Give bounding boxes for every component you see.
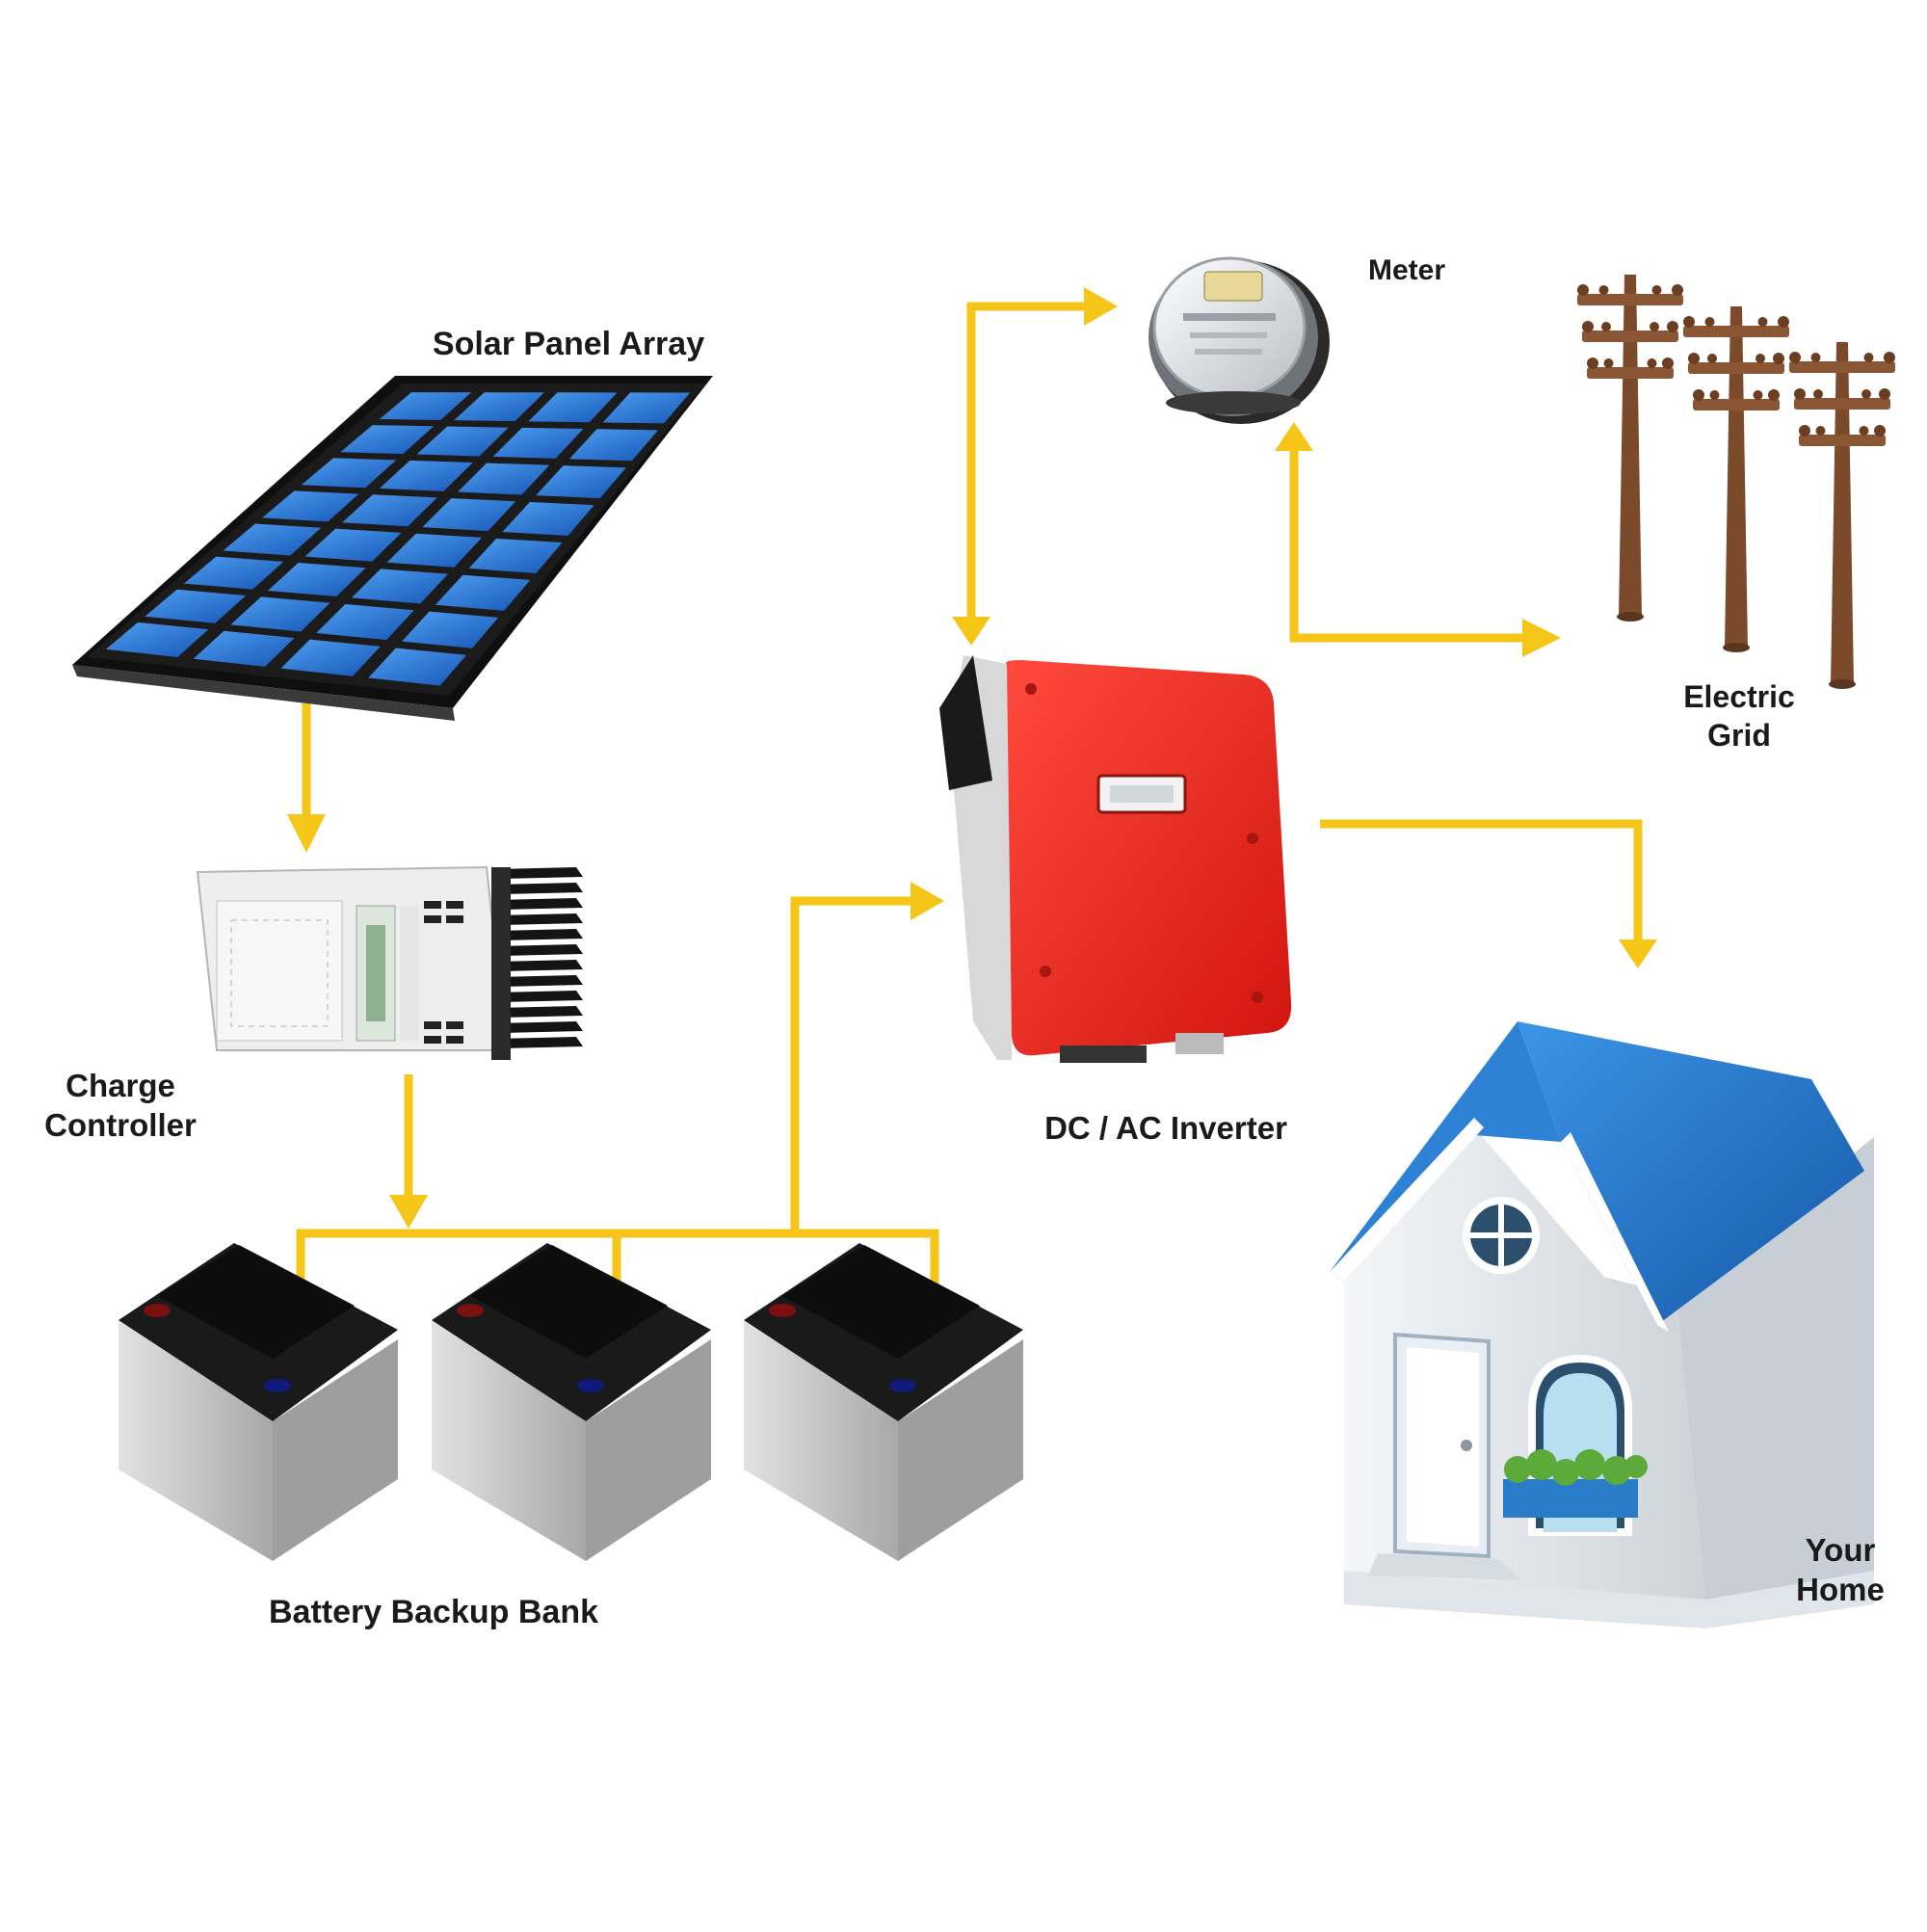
- solar-cell: [536, 465, 626, 499]
- solar-cell: [568, 429, 659, 462]
- arrowhead-down-batteries: [389, 1195, 428, 1229]
- heatsink-fin: [496, 960, 583, 971]
- solar-cell: [368, 648, 466, 686]
- battery-icon: [119, 1243, 398, 1561]
- solar-cell: [262, 490, 359, 522]
- charge-controller-label: Charge Controller: [19, 1066, 222, 1146]
- heatsink-fin: [496, 944, 583, 956]
- heatsink-fin: [496, 975, 583, 987]
- solar-cell: [304, 528, 402, 562]
- home-label-line2: Home: [1796, 1572, 1885, 1608]
- solar-cell: [316, 603, 414, 641]
- arrow-inverter-to-home: [1320, 819, 1643, 940]
- solar-cell: [351, 569, 448, 604]
- battery-icon: [432, 1243, 711, 1561]
- arrowhead-down-controller: [287, 814, 326, 853]
- solar-cell: [457, 463, 550, 495]
- arrowhead-up-meter: [1275, 422, 1313, 451]
- round-window: [1463, 1197, 1540, 1274]
- solar-cell: [342, 494, 437, 527]
- panel-cells: [105, 392, 691, 686]
- charge-controller-icon: [196, 865, 583, 1060]
- controller-heatsink: [491, 867, 583, 1060]
- solar-cell: [280, 639, 381, 676]
- solar-cell: [145, 589, 247, 623]
- arrowhead-right-grid: [1522, 619, 1561, 657]
- charge-controller-label-line1: Charge: [66, 1068, 175, 1103]
- solar-cell: [422, 498, 516, 532]
- solar-cell: [230, 596, 330, 632]
- solar-cell: [402, 611, 499, 648]
- solar-cell: [454, 392, 544, 422]
- solar-cell: [435, 574, 531, 611]
- electric-grid-label-line2: Grid: [1707, 718, 1771, 753]
- electric-grid-label: Electric Grid: [1657, 677, 1821, 754]
- home-label-line1: Your: [1805, 1532, 1876, 1568]
- heatsink-fin: [496, 883, 583, 894]
- door: [1368, 1332, 1522, 1580]
- electric-grid: [1577, 275, 1895, 689]
- heatsink-fin: [496, 1006, 583, 1018]
- utility-pole-icon: [1683, 306, 1789, 652]
- heatsink-fin: [496, 867, 583, 879]
- meter-icon: [1148, 256, 1330, 424]
- heatsink-fin: [496, 929, 583, 940]
- inverter-icon: [939, 655, 1292, 1063]
- solar-panel-icon: [72, 376, 713, 721]
- inverter-label: DC / AC Inverter: [1044, 1110, 1287, 1146]
- house-icon: [1330, 1021, 1874, 1628]
- battery-bank-label: Battery Backup Bank: [268, 1594, 598, 1630]
- arrowhead-right-inverter: [911, 882, 944, 920]
- solar-panel-array-label: Solar Panel Array: [432, 326, 705, 362]
- heatsink-fin: [496, 991, 583, 1002]
- solar-cell: [528, 392, 618, 423]
- solar-cell: [416, 426, 509, 457]
- heatsink-fin: [496, 1021, 583, 1033]
- electric-grid-label-line1: Electric: [1683, 679, 1795, 714]
- solar-cell: [301, 458, 397, 489]
- solar-cell: [502, 501, 594, 537]
- arched-window: [1503, 1354, 1648, 1536]
- heatsink-fin: [496, 1037, 583, 1048]
- battery-bank: [119, 1243, 1023, 1561]
- solar-cell: [379, 460, 473, 491]
- solar-cell: [492, 427, 584, 459]
- battery-icon: [744, 1243, 1023, 1561]
- charge-controller-label-line2: Controller: [44, 1107, 197, 1144]
- solar-cell: [379, 392, 472, 420]
- solar-cell: [602, 392, 691, 424]
- solar-cell: [267, 562, 366, 597]
- solar-cell: [340, 425, 435, 455]
- meter-label: Meter: [1367, 254, 1446, 286]
- solar-cell: [193, 630, 295, 667]
- arrowhead-right-meter: [1084, 287, 1118, 326]
- arrowhead-down-home: [1619, 940, 1657, 968]
- utility-pole-icon: [1577, 275, 1683, 622]
- utility-pole-icon: [1789, 342, 1895, 689]
- solar-cell: [223, 523, 322, 556]
- solar-cell: [183, 556, 284, 590]
- home-label: Your Home: [1773, 1530, 1908, 1610]
- heatsink-fin: [496, 913, 583, 925]
- arrow-batteries-to-inverter: [790, 896, 911, 1233]
- solar-cell: [468, 538, 563, 573]
- solar-cell: [105, 622, 209, 657]
- arrow-heads: [287, 287, 1657, 1229]
- heatsink-fin: [496, 898, 583, 910]
- arrowhead-down-inverter: [952, 617, 990, 646]
- arrow-inverter-to-meter: [966, 302, 1084, 617]
- solar-cell: [386, 533, 483, 568]
- arrow-meter-to-grid: [1289, 451, 1522, 643]
